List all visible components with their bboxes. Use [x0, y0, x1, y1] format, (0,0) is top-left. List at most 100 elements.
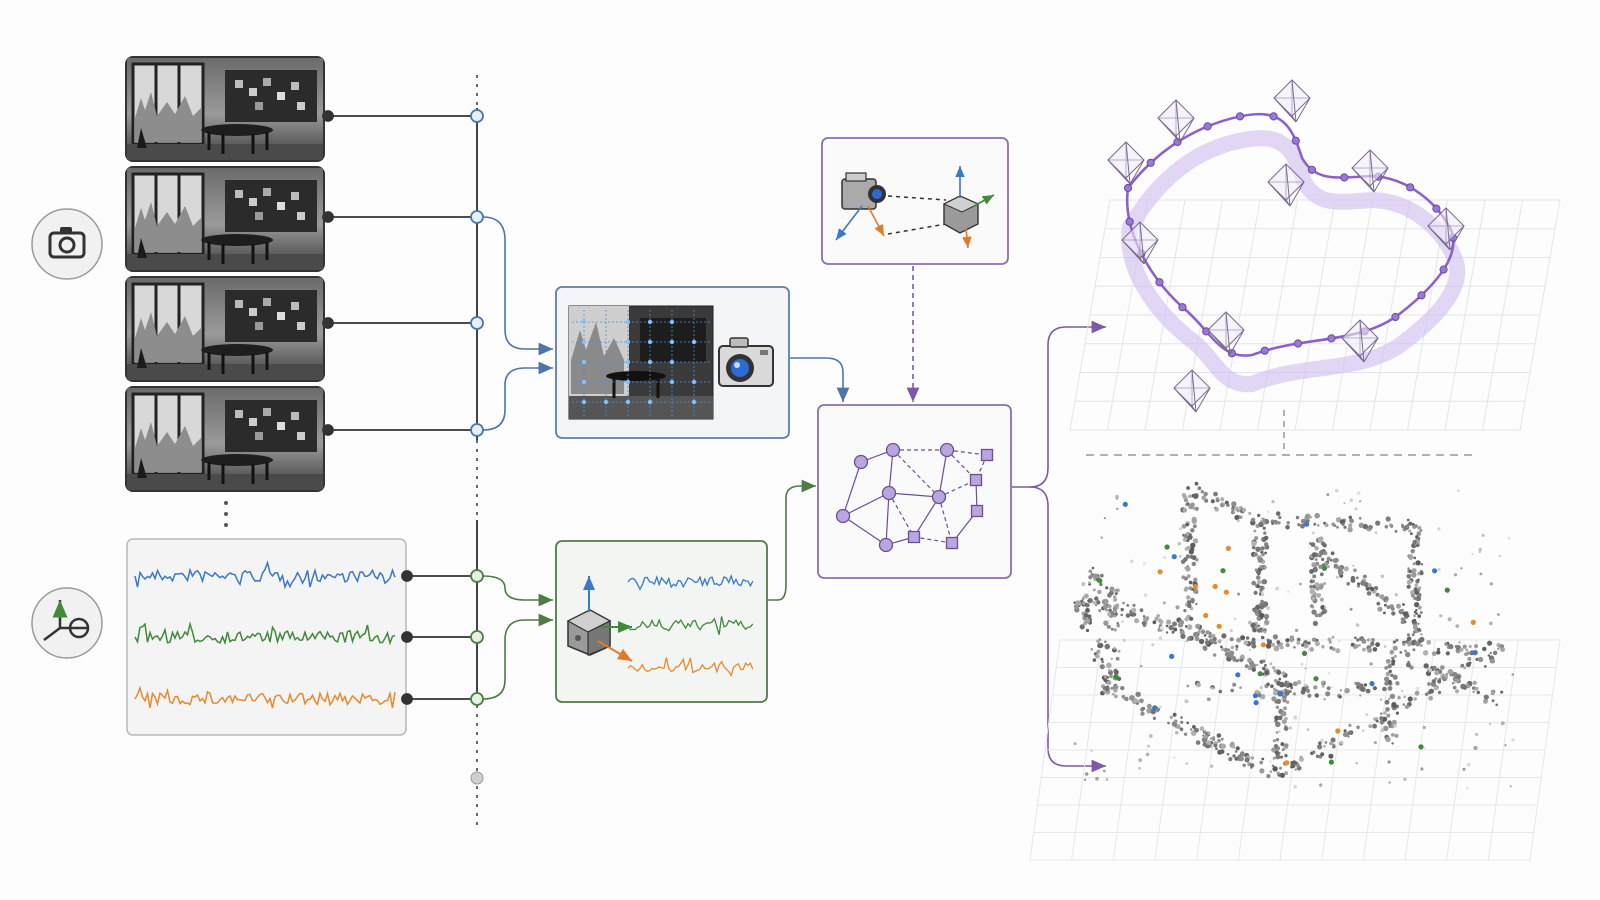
cloud-point	[1259, 565, 1263, 569]
cloud-point	[1230, 629, 1233, 632]
cloud-point	[1187, 534, 1193, 540]
cloud-point	[1387, 679, 1392, 684]
cloud-point	[1260, 599, 1264, 604]
cloud-point	[1197, 630, 1201, 634]
cloud-point	[1383, 645, 1387, 648]
cloud-point	[1269, 760, 1272, 764]
cloud-point	[1385, 516, 1391, 522]
cloud-point	[1334, 557, 1339, 563]
cloud-point	[1253, 608, 1258, 614]
cloud-point	[1081, 582, 1086, 587]
cloud-point	[1284, 743, 1289, 748]
cloud-point	[1174, 719, 1178, 723]
cloud-point	[1509, 785, 1512, 788]
cloud-point	[1194, 481, 1199, 486]
cloud-point	[1088, 581, 1091, 584]
cloud-point	[1152, 716, 1156, 721]
cloud-point	[1272, 766, 1278, 772]
cloud-point	[1116, 621, 1120, 625]
cloud-point	[1231, 745, 1236, 749]
cloud-point	[1281, 719, 1287, 725]
cloud-point	[1245, 636, 1250, 640]
cloud-point	[1087, 614, 1092, 619]
cloud-point	[1331, 522, 1335, 527]
cloud-point	[1121, 620, 1124, 623]
imu-routing	[482, 575, 553, 700]
cloud-point	[1228, 757, 1233, 762]
cloud-point	[1312, 574, 1317, 579]
cloud-point	[1484, 665, 1487, 668]
cloud-point	[1388, 669, 1392, 674]
feature-point	[581, 319, 587, 325]
cloud-point	[1323, 606, 1327, 609]
cloud-point	[1289, 690, 1292, 693]
cloud-point	[1318, 554, 1322, 558]
cloud-point	[1412, 540, 1417, 545]
cloud-point	[1240, 635, 1246, 641]
camera-frustum	[1121, 221, 1159, 265]
cloud-feature-point	[1216, 623, 1222, 629]
cloud-point	[1388, 781, 1391, 784]
cloud-point	[1133, 698, 1138, 704]
cloud-point	[1355, 681, 1361, 687]
visual-frontend-module	[555, 286, 790, 439]
cloud-point	[1472, 680, 1477, 685]
cloud-point	[1195, 558, 1199, 562]
camera-frustum	[1341, 319, 1379, 363]
cloud-point	[1379, 698, 1383, 701]
feature-point	[647, 359, 653, 365]
cloud-point	[1323, 697, 1326, 701]
cloud-point	[1108, 590, 1114, 596]
feature-point	[669, 359, 675, 365]
cloud-point	[1209, 638, 1214, 643]
cloud-point	[1129, 695, 1135, 701]
cloud-point	[1412, 624, 1418, 630]
cloud-point	[1419, 611, 1423, 614]
landmark-node	[970, 504, 984, 518]
pose-node	[878, 537, 894, 553]
trajectory-output	[1069, 79, 1561, 456]
cloud-point	[1281, 711, 1287, 717]
cloud-point	[1379, 594, 1385, 600]
landmark-node	[969, 473, 983, 487]
cloud-point	[1117, 649, 1121, 653]
cloud-point	[1257, 557, 1264, 563]
cloud-point	[1293, 646, 1296, 649]
cloud-point	[1411, 572, 1417, 578]
cloud-point	[1182, 537, 1188, 542]
cloud-point	[1293, 784, 1297, 789]
cloud-point	[1406, 636, 1412, 642]
cloud-point	[1285, 525, 1290, 530]
cloud-point	[1279, 766, 1282, 770]
cloud-point	[1478, 547, 1482, 551]
cloud-point	[1284, 690, 1290, 696]
cloud-point	[1395, 711, 1399, 715]
cloud-point	[1266, 774, 1271, 779]
cloud-point	[1255, 575, 1261, 580]
trajectory-waypoint	[1432, 204, 1441, 213]
landmark-node	[945, 536, 959, 550]
cloud-point	[1292, 681, 1298, 687]
cloud-point	[1220, 743, 1227, 749]
cloud-point	[1256, 616, 1261, 621]
cloud-point	[1206, 740, 1212, 746]
cloud-point	[1391, 742, 1394, 745]
cloud-point	[1108, 619, 1111, 622]
cloud-point	[1296, 637, 1301, 642]
pose-node	[835, 508, 851, 524]
cloud-point	[1102, 769, 1106, 773]
cloud-point	[1303, 643, 1308, 647]
cloud-point	[1411, 568, 1417, 574]
cloud-point	[1189, 616, 1194, 621]
cloud-point	[1380, 728, 1385, 732]
cloud-point	[1115, 656, 1120, 661]
cloud-point	[1157, 628, 1161, 632]
cloud-point	[1454, 678, 1460, 683]
cloud-point	[1415, 595, 1422, 602]
cloud-point	[1413, 620, 1417, 625]
cloud-point	[1106, 680, 1112, 685]
cloud-point	[1183, 508, 1186, 511]
trajectory-waypoint	[1178, 303, 1187, 312]
cloud-point	[1233, 617, 1236, 620]
